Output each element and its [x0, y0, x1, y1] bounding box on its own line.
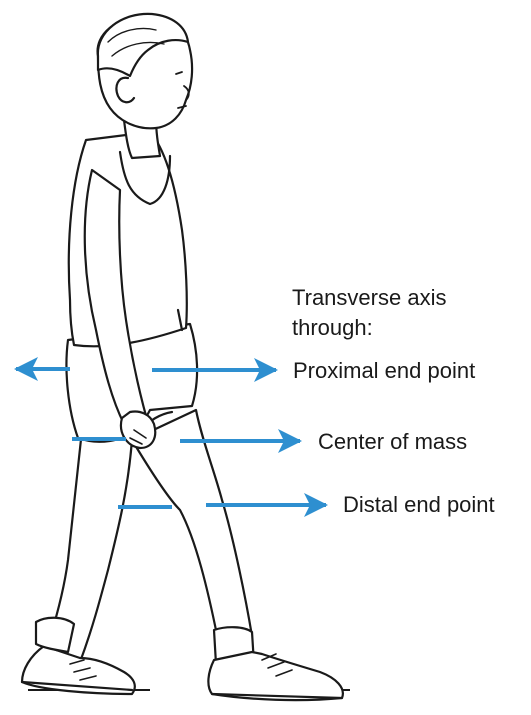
- axis-heading: Transverse axis through:: [292, 283, 446, 343]
- axis-heading-line1: Transverse axis: [292, 283, 446, 313]
- center-axis-arrows: [72, 439, 300, 441]
- distal-axis-arrows: [118, 505, 326, 507]
- distal-end-label: Distal end point: [343, 491, 495, 519]
- proximal-end-label: Proximal end point: [293, 357, 475, 385]
- axis-heading-line2: through:: [292, 313, 446, 343]
- center-of-mass-label: Center of mass: [318, 428, 467, 456]
